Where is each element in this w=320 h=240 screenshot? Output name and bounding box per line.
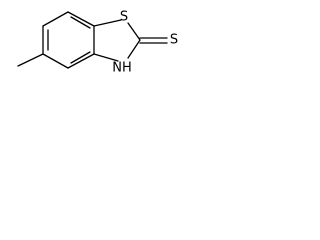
ring-bond-s-c2: [127, 22, 141, 41]
benzene-inner-double-bottom: [70, 51, 91, 64]
benzothiazole-thione-structure: S S NH: [17, 10, 178, 76]
ring-bond-n-c: [93, 53, 119, 62]
benzene-bond-5: [67, 53, 95, 69]
thione-sulfur-label: S: [170, 33, 178, 48]
benzene-bond-3: [67, 11, 95, 27]
ring-sulfur-label: S: [120, 10, 128, 25]
ring-bond-c2-n: [127, 39, 141, 59]
benzene-bond-2: [42, 11, 69, 27]
benzene-bond-6: [42, 53, 69, 69]
nh-label: NH: [112, 61, 132, 76]
methyl-bond: [17, 53, 44, 67]
benzene-inner-double-top: [70, 16, 91, 29]
ring-bond-c-s: [93, 19, 122, 27]
